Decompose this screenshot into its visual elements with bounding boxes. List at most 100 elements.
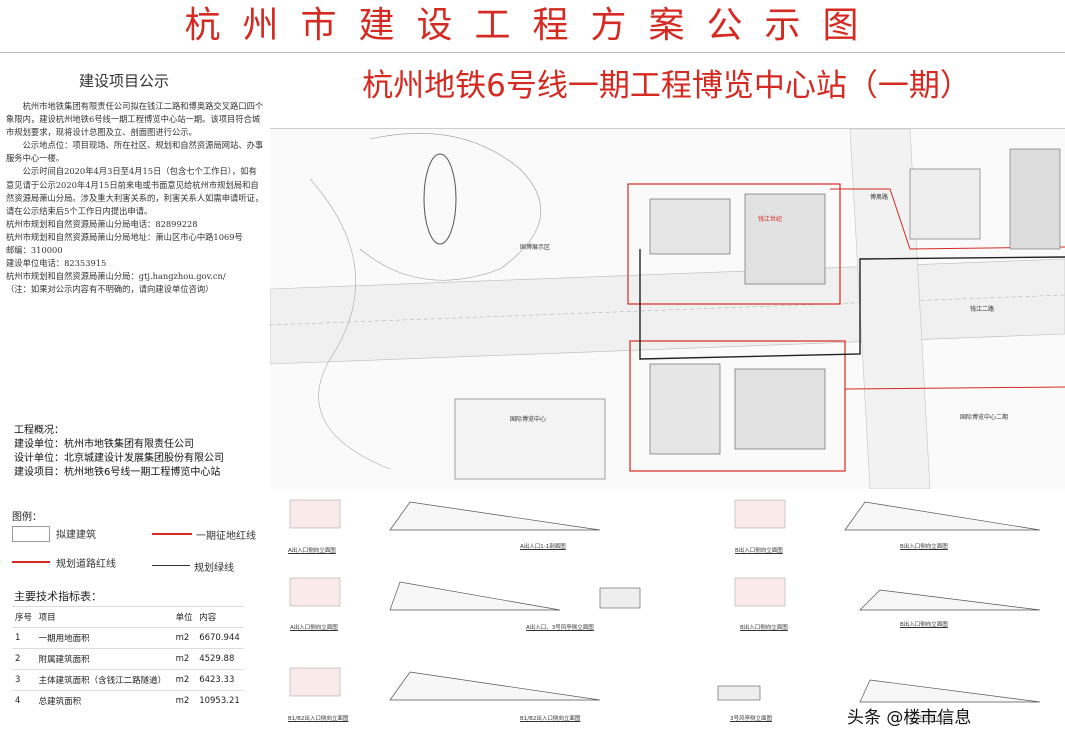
elevation-profile <box>389 671 601 701</box>
notice-title: 建设项目公示 <box>78 72 169 90</box>
project-overview: 工程概况： 建设单位：杭州市地铁集团有限责任公司 设计单位：北京城建设计发展集团… <box>14 424 264 480</box>
land-boundary-south <box>629 340 846 472</box>
table-cell: 2 <box>12 648 36 670</box>
building-block <box>454 398 606 480</box>
plan-label: 博奥路 <box>870 193 888 201</box>
elevation-profile <box>859 589 1041 611</box>
plan-label: 钱江二路 <box>970 305 994 313</box>
elevation-caption: B出入口侧向立面图 <box>735 548 783 554</box>
table-cell: 4529.88 <box>196 648 244 670</box>
project-title: 杭州地铁6号线一期工程博览中心站（一期） <box>362 68 971 104</box>
table-row: 2 附属建筑面积 m2 4529.88 <box>12 648 244 670</box>
plan-label: 钱江世纪 <box>758 215 782 223</box>
building-block <box>649 198 731 255</box>
table-cell: 4 <box>12 690 36 711</box>
table-row: 3 主体建筑面积（含钱江二路隧道） m2 6423.33 <box>12 669 244 691</box>
elevation-thumb <box>734 577 786 607</box>
notice-line: 杭州市规划和自然资源局萧山分局：gtj.hangzhou.gov.cn/ <box>6 271 226 282</box>
notice-line: 建设单位电话：82353915 <box>6 258 107 269</box>
legend-label: 拟建建筑 <box>56 530 96 541</box>
elevation-caption: B出入口侧向立面图 <box>900 544 948 550</box>
road-red-line <box>844 386 1065 390</box>
land-boundary-north <box>627 183 841 305</box>
plan-label: 国博展示区 <box>520 243 550 251</box>
legend-label: 一期征地红线 <box>196 531 256 542</box>
road-red-line <box>830 188 1065 250</box>
table-header-cell: 内容 <box>196 606 244 628</box>
vent-kiosk <box>599 587 641 609</box>
notice-line: 杭州市规划和自然资源局萧山分局地址：萧山区市心中路1069号 <box>6 231 243 242</box>
overview-line: 建设单位：杭州市地铁集团有限责任公司 <box>14 439 194 450</box>
vent-kiosk <box>717 685 761 701</box>
building-block <box>1009 148 1061 250</box>
legend-label: 规划绿线 <box>194 563 234 574</box>
overview-line: 设计单位：北京城建设计发展集团股份有限公司 <box>14 453 224 464</box>
building-block <box>744 193 826 285</box>
plan-label: 国际博览中心二期 <box>960 413 1008 421</box>
table-header-row: 序号 项目 单位 内容 <box>12 606 244 628</box>
table-cell: 附属建筑面积 <box>35 648 173 670</box>
elevation-caption: A出入口侧向立面图 <box>288 548 336 554</box>
notice-paragraph: 公示时间自2020年4月3日至4月15日（包含七个工作日），如有意见请于公示20… <box>6 166 264 216</box>
overview-heading: 工程概况： <box>14 425 64 436</box>
legend-red-line-swatch <box>12 561 50 563</box>
elevation-profile <box>389 501 601 531</box>
elevation-profile <box>844 501 1041 531</box>
elevation-caption: B1/B2出入口侧向立面图 <box>288 716 349 722</box>
table-cell: m2 <box>172 627 197 649</box>
table-header-cell: 项目 <box>35 606 173 628</box>
station-passage <box>639 249 1065 360</box>
notice-line: （注：如果对公示内容有不明确的，请向建设单位咨询） <box>6 284 214 295</box>
elevation-caption: 3号风亭侧立面图 <box>730 716 772 722</box>
table-cell: 总建筑面积 <box>35 690 173 711</box>
table-row: 1 一期用地面积 m2 6670.944 <box>12 627 244 649</box>
elevation-caption: B1/B2出入口侧向立面图 <box>520 716 581 722</box>
elevation-caption: B出入口侧向立面图 <box>900 622 948 628</box>
elevation-drawings: A出入口侧向立面图 A出入口1-1剖面图 B出入口侧向立面图 B出入口侧向立面图… <box>270 490 1065 747</box>
legend-red-line-swatch <box>152 533 192 535</box>
table-cell: 6423.33 <box>196 669 244 691</box>
elevation-profile <box>859 679 1041 703</box>
building-block <box>909 168 981 240</box>
elevation-caption: B出入口侧向立面图 <box>740 625 788 631</box>
elevation-caption: A出入口侧向立面图 <box>290 625 338 631</box>
elevation-thumb <box>289 667 341 697</box>
watermark: 头条 @楼市信息 <box>847 708 972 728</box>
left-panel: 建设项目公示 杭州市地铁集团有限责任公司拟在钱江二路和博奥路交叉路口四个象限内，… <box>0 56 268 747</box>
elevation-caption: A出入口、3号风亭侧立面图 <box>526 625 594 631</box>
notice-body: 杭州市地铁集团有限责任公司拟在钱江二路和博奥路交叉路口四个象限内，建设杭州地铁6… <box>6 100 264 296</box>
building-block <box>649 363 721 455</box>
table-header-cell: 序号 <box>12 606 36 628</box>
table-header-cell: 单位 <box>172 606 197 628</box>
elevation-profile <box>389 581 561 611</box>
plan-label: 国际博览中心 <box>510 415 546 423</box>
table-cell: 10953.21 <box>196 690 244 711</box>
page-title: 杭州市建设工程方案公示图 <box>184 5 881 46</box>
elevation-thumb <box>289 577 341 607</box>
table-row: 4 总建筑面积 m2 10953.21 <box>12 690 244 711</box>
site-plan-drawing: 国博展示区 钱江世纪 博奥路 钱江二路 国际博览中心 国际博览中心二期 <box>270 129 1065 489</box>
elevation-thumb <box>289 499 341 529</box>
landscape-curve <box>309 178 391 470</box>
notice-paragraph: 杭州市地铁集团有限责任公司拟在钱江二路和博奥路交叉路口四个象限内，建设杭州地铁6… <box>6 101 264 138</box>
title-divider <box>0 52 1065 53</box>
notice-paragraph: 公示地点位：项目现场、所在社区、规划和自然资源局网站、办事服务中心一楼。 <box>6 140 264 164</box>
legend-building-swatch <box>12 526 50 542</box>
table-cell: 1 <box>12 627 36 649</box>
oval-building <box>423 153 457 245</box>
table-cell: 6670.944 <box>196 627 244 649</box>
table-cell: m2 <box>172 648 197 670</box>
elevation-caption: 1号风亭侧立面图 <box>910 716 952 722</box>
table-cell: 3 <box>12 669 36 691</box>
site-plan: 国博展示区 钱江世纪 博奥路 钱江二路 国际博览中心 国际博览中心二期 <box>270 128 1065 489</box>
legend-black-line-swatch <box>152 565 190 566</box>
elevation-thumb <box>734 499 786 529</box>
table-cell: m2 <box>172 669 197 691</box>
overview-line: 建设项目：杭州地铁6号线一期工程博览中心站 <box>14 467 221 478</box>
landscape-curve <box>359 133 542 281</box>
metrics-heading: 主要技术指标表： <box>14 590 102 603</box>
legend-label: 规划道路红线 <box>56 559 116 570</box>
building-block <box>734 368 826 450</box>
metrics-table: 序号 项目 单位 内容 1 一期用地面积 m2 6670.944 2 附属建筑面… <box>12 606 244 711</box>
table-cell: 一期用地面积 <box>35 627 173 649</box>
